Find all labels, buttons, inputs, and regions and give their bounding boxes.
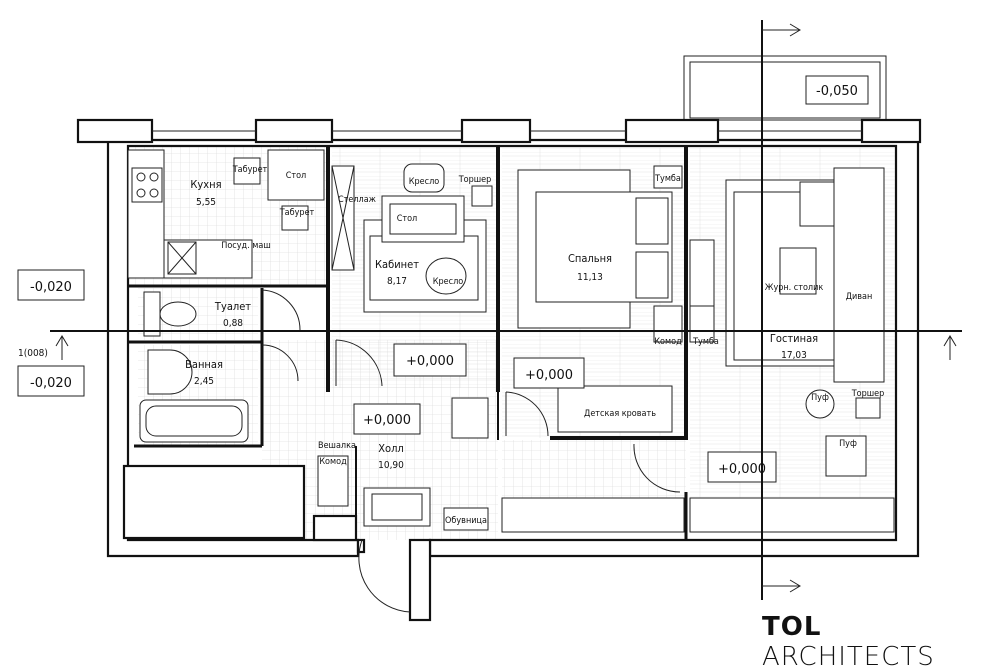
level-bedroom: +0,000 [525, 368, 573, 383]
room-name-kitchen: Кухня [190, 178, 221, 191]
floor-lamp-icon-2 [855, 397, 881, 419]
section-lines: 1(008) [18, 20, 962, 600]
level-box-bedroom [513, 357, 585, 389]
stool-icon [281, 205, 309, 231]
level-box-hall [353, 403, 421, 435]
pouf-icon-1 [805, 389, 835, 419]
section-mark: 1(008) [18, 348, 48, 359]
section-arrow-left [55, 335, 69, 360]
cabinet-icon [451, 397, 489, 439]
label-floor-lamp-1: Торшер [458, 175, 492, 185]
level-box-balcony [805, 75, 869, 105]
dresser-icon [653, 305, 683, 343]
level-bath: -0,020 [30, 376, 72, 391]
section-arrow-top [762, 23, 801, 37]
room-name-hall: Холл [378, 442, 404, 455]
room-name-toilet: Туалет [214, 300, 251, 313]
room-area-bedroom: 11,13 [577, 272, 603, 283]
label-pouf-1: Пуф [811, 393, 829, 403]
brand-light: ARCHITECTS [762, 642, 935, 672]
dresser-icon-2 [317, 455, 349, 507]
brand-logo: TOL ARCHITECTS [762, 612, 990, 672]
coffee-table-icon [779, 247, 817, 295]
cabinet: +0,000 Стеллаж Кресло Стол Кресло Торшер… [331, 163, 493, 377]
label-kids-bed: Детская кровать [584, 409, 656, 419]
room-name-bath: Ванная [185, 358, 223, 371]
nightstand-icon-2 [689, 305, 715, 343]
stool-icon [233, 157, 261, 185]
kitchen: Кухня 5,55 Табурет Стол Табурет Посуд. м… [127, 149, 325, 279]
room-area-cabinet: 8,17 [387, 276, 407, 287]
doors [261, 289, 681, 613]
nightstand-icon [653, 165, 683, 189]
stove-icon [131, 167, 163, 203]
room-area-toilet: 0,88 [223, 318, 243, 329]
room-name-cabinet: Кабинет [375, 258, 419, 271]
wardrobes [501, 497, 895, 533]
level-box-toilet [17, 269, 85, 301]
level-toilet: -0,020 [30, 280, 72, 295]
label-pouf-2: Пуф [839, 439, 857, 449]
label-armchair-2: Кресло [433, 277, 464, 287]
label-desk: Стол [397, 214, 418, 224]
armchair-icon [403, 163, 445, 193]
label-hanger: Вешалка [318, 441, 356, 451]
interior-walls [128, 146, 688, 542]
living-room: +0,000 Журн. столик Диван Гостиная 17,03… [689, 167, 885, 483]
label-armchair-1: Кресло [409, 177, 440, 187]
level-box-bath [17, 365, 85, 397]
room-area-hall: 10,90 [378, 460, 404, 471]
shoe-rack-icon [443, 507, 489, 531]
room-area-living: 17,03 [781, 350, 807, 361]
label-coffee-table: Журн. столик [765, 283, 824, 293]
washbasin-icon [147, 349, 193, 395]
label-nightstand-2: Тумба [692, 336, 719, 347]
pouf-icon-2 [825, 435, 867, 477]
brand-bold: TOL [762, 612, 822, 642]
label-dresser-2: Комод [319, 457, 347, 467]
toilet: -0,020 Туалет 0,88 [17, 269, 251, 337]
hall: +0,000 Холл 10,90 Вешалка Комод Обувница [317, 397, 489, 531]
level-box-living [707, 451, 777, 483]
bathtub-icon [139, 399, 249, 443]
sofa-icon [833, 167, 885, 383]
room-name-bedroom: Спальня [568, 252, 612, 265]
bathroom: -0,020 Ванная 2,45 [17, 349, 249, 443]
label-shoe-rack: Обувница [445, 515, 487, 526]
kitchen-table [267, 149, 325, 201]
room-name-living: Гостиная [770, 332, 818, 345]
level-cabinet: +0,000 [406, 354, 454, 369]
label-nightstand-1: Тумба [654, 173, 681, 184]
toilet-icon [159, 301, 197, 327]
armchair-icon-2 [425, 257, 467, 295]
label-stool-2: Табурет [279, 207, 315, 218]
level-hall: +0,000 [363, 413, 411, 428]
room-area-kitchen: 5,55 [196, 197, 216, 208]
balcony [683, 55, 887, 121]
label-dresser-1: Комод [654, 337, 682, 347]
room-area-bath: 2,45 [194, 376, 214, 387]
level-box-cabinet [393, 343, 467, 377]
section-arrow-bottom [762, 579, 801, 593]
label-floor-lamp-2: Торшер [851, 389, 885, 399]
floor-lamp-icon [471, 185, 493, 207]
label-stool-1: Табурет [232, 164, 268, 175]
bedroom: +0,000 Спальня 11,13 Тумба Комод Детская… [513, 165, 683, 433]
level-balcony: -0,050 [816, 84, 858, 99]
label-dishwasher: Посуд. маш [221, 241, 271, 251]
kids-bed-icon [557, 385, 673, 433]
label-sofa: Диван [846, 292, 873, 302]
label-shelving: Стеллаж [338, 195, 377, 205]
level-living: +0,000 [718, 462, 766, 477]
outer-walls [76, 118, 922, 622]
section-arrow-right [943, 335, 957, 360]
label-table: Стол [286, 171, 307, 181]
